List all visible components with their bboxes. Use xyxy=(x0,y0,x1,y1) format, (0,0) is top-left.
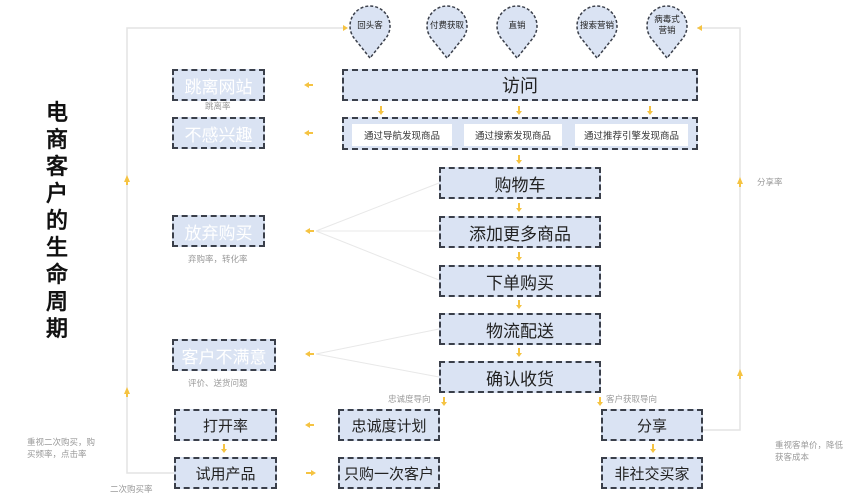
visit-box: 访问 xyxy=(342,69,698,101)
abandon-metric: 弃购率，转化率 xyxy=(188,255,248,265)
step-add-more: 添加更多商品 xyxy=(439,216,601,248)
page-title: 电商客户的生命周期 xyxy=(45,101,68,342)
arrow-icon xyxy=(343,25,348,31)
discovery-nav: 通过导航发现商品 xyxy=(352,124,452,146)
discovery-search: 通过搜索发现商品 xyxy=(464,124,562,146)
channel-pin-direct: 直销 xyxy=(495,2,539,60)
arrow-up-icon xyxy=(737,177,743,184)
loyalty-note: 重视二次购买，购买频率，点击率 xyxy=(27,438,96,460)
channel-label: 直销 xyxy=(508,20,526,31)
fan-line xyxy=(315,182,440,232)
discovery-recommend: 通过推荐引擎发现商品 xyxy=(575,124,688,146)
fan-line xyxy=(315,230,440,281)
arrow-left-icon xyxy=(304,82,309,88)
one-time-box: 只购一次客户 xyxy=(338,457,440,489)
arrow-right-icon xyxy=(311,470,316,476)
open-rate-box: 打开率 xyxy=(174,409,277,441)
acquisition-label: 客户获取导向 xyxy=(606,395,658,405)
arrow-up-icon xyxy=(124,175,130,182)
channel-pin-returning: 回头客 xyxy=(348,2,392,60)
share-box: 分享 xyxy=(601,409,703,441)
channel-label: 回头客 xyxy=(357,20,383,31)
step-order: 下单购买 xyxy=(439,265,601,297)
repeat-rate-label: 二次购买率 xyxy=(110,485,153,495)
channel-label: 病毒式营销 xyxy=(654,15,680,36)
share-loop-line xyxy=(697,27,741,431)
step-cart: 购物车 xyxy=(439,167,601,199)
arrow-left-icon xyxy=(304,130,309,136)
acquisition-note: 重视客单价，降低获客成本 xyxy=(775,441,844,463)
bounce-metric: 跳离率 xyxy=(205,102,231,112)
arrow-down-icons xyxy=(221,106,656,453)
loyalty-plan-box: 忠诚度计划 xyxy=(338,409,440,441)
step-logistics: 物流配送 xyxy=(439,313,601,345)
arrow-up-icon xyxy=(124,387,130,394)
arrow-up-icon xyxy=(737,369,743,376)
arrow-left-icon xyxy=(305,422,310,428)
share-rate-label: 分享率 xyxy=(757,178,783,188)
channel-pin-viral: 病毒式营销 xyxy=(645,2,689,60)
channel-pin-paid: 付费获取 xyxy=(425,2,469,60)
fan-line xyxy=(315,353,440,378)
bounce-box: 跳离网站 xyxy=(172,69,265,101)
not-interested-box: 不感兴趣 xyxy=(172,117,265,149)
channel-pin-search: 搜索营销 xyxy=(575,2,619,60)
loyalty-label: 忠诚度导向 xyxy=(388,395,431,405)
abandon-box: 放弃购买 xyxy=(172,215,265,247)
arrow-icon xyxy=(697,25,702,31)
fan-line xyxy=(315,328,440,355)
arrow-left-icon xyxy=(305,351,310,357)
unsatisfied-metric: 评价、送货问题 xyxy=(188,379,248,389)
channel-label: 付费获取 xyxy=(429,20,464,31)
trial-box: 试用产品 xyxy=(174,457,277,489)
arrow-left-icon xyxy=(305,228,310,234)
repeat-loop-line xyxy=(126,27,345,474)
channel-label: 搜索营销 xyxy=(579,20,614,31)
discovery-box: 通过导航发现商品 通过搜索发现商品 通过推荐引擎发现商品 xyxy=(342,117,698,150)
unsatisfied-box: 客户不满意 xyxy=(172,339,276,371)
step-confirm: 确认收货 xyxy=(439,361,601,393)
non-social-box: 非社交买家 xyxy=(601,457,703,489)
